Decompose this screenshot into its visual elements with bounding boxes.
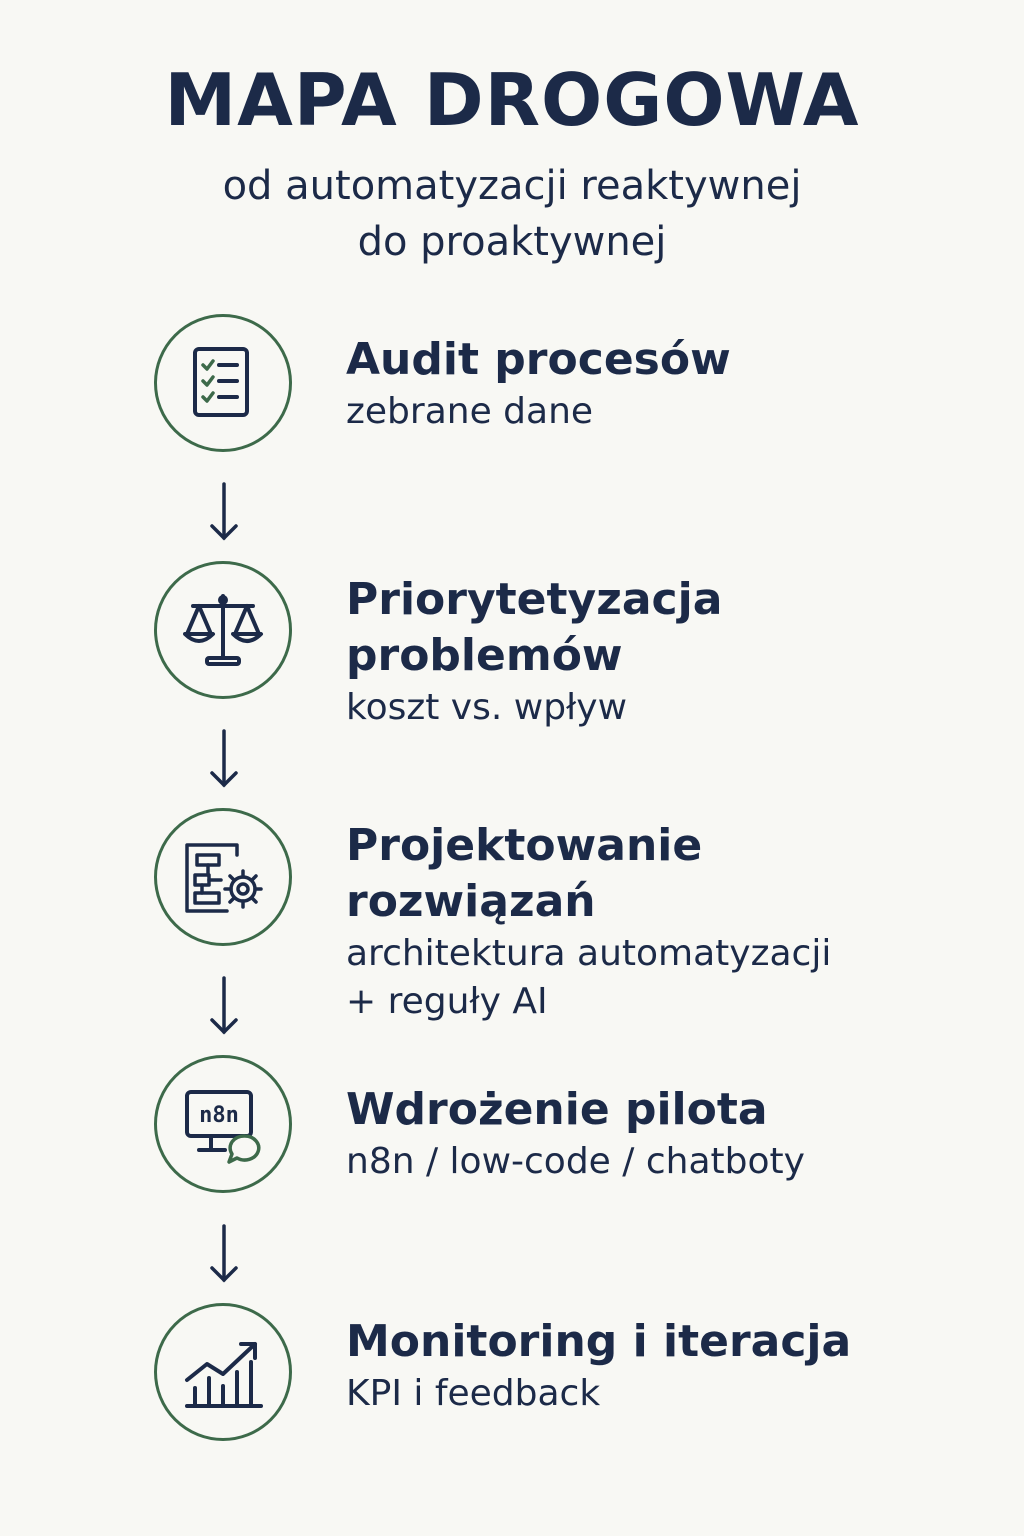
step-3-description: architektura automatyzacji + reguły AI — [346, 930, 1006, 1026]
step-2-title: Priorytetyzacja problemów — [346, 572, 1006, 684]
step-4-title: Wdrożenie pilota — [346, 1084, 768, 1135]
step-3-description-line-2: + reguły AI — [346, 981, 548, 1022]
step-5: Monitoring i iteracja KPI i feedback — [346, 1314, 1006, 1418]
step-2-title-line-2: problemów — [346, 630, 623, 681]
step-5-icon-circle — [154, 1303, 292, 1441]
step-1-title: Audit procesów — [346, 334, 731, 385]
step-3-title-line-1: Projektowanie — [346, 820, 703, 871]
step-5-title: Monitoring i iteracja — [346, 1316, 852, 1367]
step-2: Priorytetyzacja problemów koszt vs. wpły… — [346, 572, 1006, 732]
step-1-description: zebrane dane — [346, 391, 594, 432]
page-title: MAPA DROGOWA — [164, 58, 860, 142]
step-5-description: KPI i feedback — [346, 1373, 601, 1414]
scales-icon — [183, 594, 263, 666]
step-3-title: Projektowanie rozwiązań — [346, 818, 1006, 930]
growth-chart-icon — [185, 1342, 263, 1408]
step-3-description-line-1: architektura automatyzacji — [346, 933, 832, 974]
n8n-icon-label: n8n — [199, 1103, 239, 1128]
step-2-icon-circle — [154, 561, 292, 699]
arrow-down-icon — [210, 729, 238, 788]
flowchart-gear-icon — [185, 843, 263, 913]
step-2-description: koszt vs. wpływ — [346, 687, 628, 728]
arrow-down-icon — [210, 1224, 238, 1283]
subtitle-line-1: od automatyzacji reaktywnej — [222, 163, 802, 209]
subtitle-line-2: do proaktywnej — [357, 219, 667, 265]
arrow-down-icon — [210, 482, 238, 541]
monitor-chat-icon: n8n — [185, 1090, 261, 1164]
page-subtitle: od automatyzacji reaktywnej do proaktywn… — [0, 158, 1024, 270]
step-2-title-line-1: Priorytetyzacja — [346, 574, 723, 625]
step-3: Projektowanie rozwiązań architektura aut… — [346, 818, 1006, 1026]
step-1: Audit procesów zebrane dane — [346, 332, 1006, 436]
arrow-down-icon — [210, 976, 238, 1035]
step-4-icon-circle: n8n — [154, 1055, 292, 1193]
step-4-description: n8n / low-code / chatboty — [346, 1141, 805, 1182]
checklist-icon — [193, 347, 249, 417]
step-1-icon-circle — [154, 314, 292, 452]
step-4: Wdrożenie pilota n8n / low-code / chatbo… — [346, 1082, 1006, 1186]
step-3-title-line-2: rozwiązań — [346, 876, 596, 927]
step-3-icon-circle — [154, 808, 292, 946]
